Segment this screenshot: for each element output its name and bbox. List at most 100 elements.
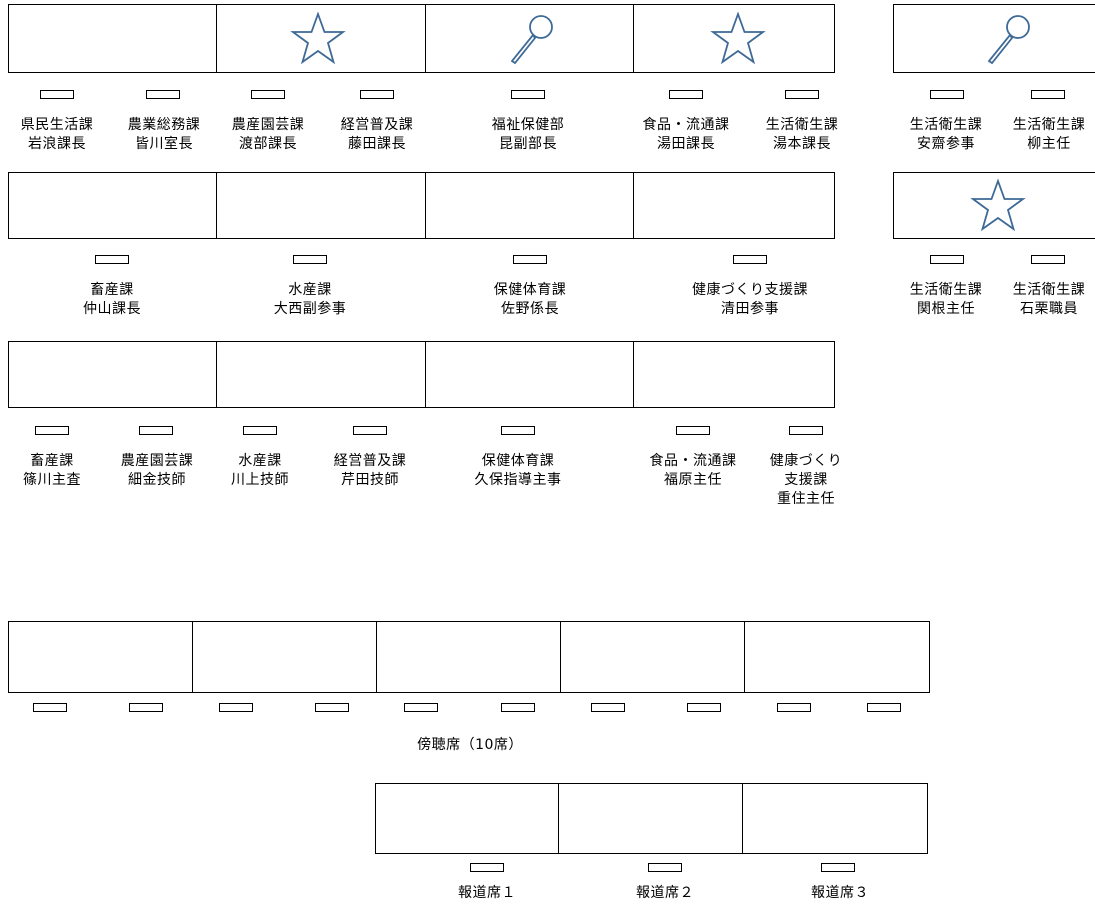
seat-label: 保健体育課佐野係長 [475,281,585,319]
press-label-2: 報道席２ [636,885,694,901]
seat [1031,90,1065,99]
dept-name: 生活衛生課 [1012,117,1086,133]
person-name: 清田参事 [721,301,779,317]
dept-name: 保健体育課 [493,282,567,298]
seat [470,863,504,872]
seat-label: 健康づくり支援課清田参事 [670,281,830,319]
dept-name: 県民生活課 [20,117,94,133]
person-name: 湯田課長 [657,136,715,152]
seat-label: 農産園芸課渡部課長 [213,116,323,154]
seat [789,426,823,435]
person-name: 安齋参事 [917,136,975,152]
seat-label: 生活衛生課湯本課長 [746,116,858,154]
table-divider [425,4,426,73]
seat [360,90,394,99]
dept-name: 健康づくり支援課 [692,282,808,298]
star-icon [970,178,1026,234]
gallery-table [8,621,930,693]
table-divider [560,621,561,693]
seat-label: 健康づくり支援課重住主任 [746,452,866,509]
seat [513,255,547,264]
table-divider [216,4,217,73]
seat-label: 食品・流通課福原主任 [633,452,753,490]
dept-name: 健康づくり [769,453,843,469]
person-name: 久保指導主事 [474,472,562,488]
table-divider [216,172,217,239]
dept-name: 農産園芸課 [231,117,305,133]
table-divider [742,783,743,854]
seat [293,255,327,264]
seat-label: 生活衛生課柳主任 [994,116,1095,154]
seat [821,863,855,872]
seat-label: 生活衛生課石栗職員 [994,281,1095,319]
seat [591,703,625,712]
person-name: 石栗職員 [1020,301,1078,317]
seat-label: 経営普及課芹田技師 [315,452,425,490]
seat [669,90,703,99]
person-name: 川上技師 [231,472,289,488]
seat [404,703,438,712]
seat [501,703,535,712]
dept-name: 食品・流通課 [642,117,730,133]
table-divider [425,172,426,239]
press-label-3: 報道席３ [811,885,869,901]
table-row1 [8,4,835,73]
person-name: 佐野係長 [501,301,559,317]
person-name: 湯本課長 [773,136,831,152]
dept-name: 農産園芸課 [120,453,194,469]
seat [95,255,129,264]
seat [687,703,721,712]
dept-name: 水産課 [238,453,282,469]
dept-name: 経営普及課 [340,117,414,133]
dept-name: 農業総務課 [127,117,201,133]
dept-name: 畜産課 [90,282,134,298]
seat-label: 県民生活課岩浪課長 [2,116,112,154]
seat-label: 農産園芸課細金技師 [101,452,213,490]
seat [35,426,69,435]
seat-label: 水産課川上技師 [205,452,315,490]
press-table [375,783,928,854]
table-row3 [8,341,835,408]
person-name: 芹田技師 [341,472,399,488]
table-divider [376,621,377,693]
seat [146,90,180,99]
press-label-1: 報道席１ [458,885,516,901]
seat-label: 生活衛生課安齋参事 [890,116,1002,154]
person-name: 福原主任 [664,472,722,488]
seat-label: 畜産課篠川主査 [0,452,107,490]
seat [243,426,277,435]
gallery-label: 傍聴席（10席） [417,737,523,753]
dept-name: 生活衛生課 [1012,282,1086,298]
seat [251,90,285,99]
table-divider [425,341,426,408]
seat-label: 食品・流通課湯田課長 [626,116,746,154]
dept-name: 経営普及課 [333,453,407,469]
person-name: 皆川室長 [135,136,193,152]
pin-icon [980,11,1036,67]
table-divider [558,783,559,854]
seat [930,255,964,264]
seat [139,426,173,435]
dept-name: 保健体育課 [481,453,555,469]
star-icon [290,11,346,67]
seat-label: 福祉保健部昆副部長 [473,116,583,154]
dept-name: 生活衛生課 [909,117,983,133]
seat [676,426,710,435]
seat [353,426,387,435]
seat [315,703,349,712]
dept-name: 生活衛生課 [909,282,983,298]
table-divider [216,341,217,408]
seat [733,255,767,264]
dept-name: 水産課 [288,282,332,298]
seat [785,90,819,99]
dept-name: 食品・流通課 [649,453,737,469]
seat [777,703,811,712]
person-name: 関根主任 [917,301,975,317]
person-name: 篠川主査 [23,472,81,488]
table-row2 [8,172,835,239]
seat-label: 農業総務課皆川室長 [108,116,220,154]
person-name: 柳主任 [1027,136,1071,152]
person-name: 大西副参事 [273,301,347,317]
seat [511,90,545,99]
